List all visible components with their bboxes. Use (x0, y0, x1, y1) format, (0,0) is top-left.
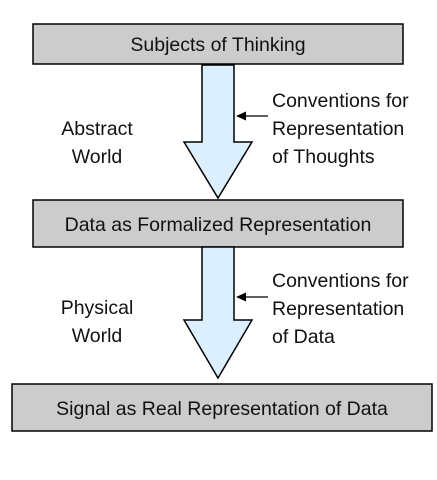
conventions-data-line-2: Representation (272, 298, 404, 320)
signal-real-box: Signal as Real Representation of Data (11, 383, 433, 432)
physical-world-line-2: World (72, 325, 123, 347)
conventions-thoughts-line-2: Representation (272, 118, 404, 140)
down-arrow-physical (182, 246, 254, 380)
conventions-data-line-3: of Data (272, 326, 335, 348)
signal-real-label: Signal as Real Representation of Data (56, 398, 388, 420)
conventions-data-line-1: Conventions for (272, 270, 409, 292)
abstract-world-line-2: World (72, 146, 123, 168)
subjects-of-thinking-label: Subjects of Thinking (130, 34, 305, 56)
conventions-thoughts-line-3: of Thoughts (272, 146, 375, 168)
data-formalized-box-frame (32, 199, 404, 248)
physical-world-label: Physical World (61, 297, 134, 347)
abstract-world-label: Abstract World (61, 118, 133, 168)
physical-world-line-1: Physical (61, 297, 134, 319)
conventions-data-annotation: Conventions for Representation of Data (236, 270, 409, 348)
down-arrow-abstract (182, 64, 254, 200)
conventions-data-arrowhead-icon (236, 292, 246, 302)
subjects-of-thinking-box-frame (32, 23, 404, 65)
conventions-thoughts-arrowhead-icon (236, 111, 246, 121)
conventions-thoughts-annotation: Conventions for Representation of Though… (236, 90, 409, 168)
data-formalized-label: Data as Formalized Representation (65, 214, 372, 236)
abstract-world-line-1: Abstract (61, 118, 133, 140)
conventions-thoughts-line-1: Conventions for (272, 90, 409, 112)
signal-real-box-frame (11, 383, 433, 432)
data-formalized-box: Data as Formalized Representation (32, 199, 404, 248)
subjects-of-thinking-box: Subjects of Thinking (32, 23, 404, 65)
